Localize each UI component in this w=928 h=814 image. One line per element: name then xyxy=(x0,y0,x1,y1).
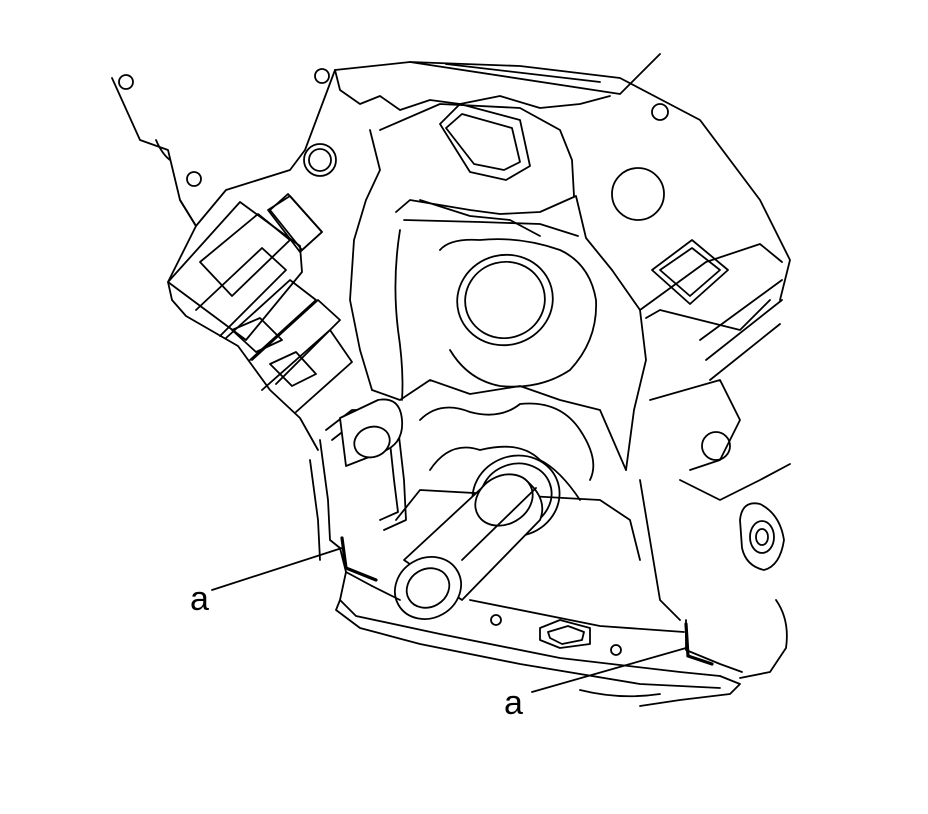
crankshaft-snout xyxy=(394,454,561,620)
block-top-left-bolt-holes xyxy=(118,68,669,187)
camshaft-bore xyxy=(419,199,597,388)
leader-line-left xyxy=(211,547,343,591)
callout-label-right: a xyxy=(504,684,523,722)
sealant-bead-left xyxy=(340,536,378,582)
lifter-valley-ports xyxy=(269,103,665,251)
left-cylinder-bank xyxy=(111,69,353,451)
block-front-face xyxy=(334,53,791,471)
leader-line-right xyxy=(531,647,687,693)
oil-pan-rail xyxy=(335,547,741,707)
callout-label-left: a xyxy=(190,580,209,618)
right-cylinder-bank xyxy=(649,239,791,501)
lower-block-casting xyxy=(325,379,641,561)
right-side-bolt-boss xyxy=(739,502,788,679)
sealant-bead-locations xyxy=(340,536,714,666)
oil-pump-drive-dowel xyxy=(339,398,404,467)
rear-seal-edge xyxy=(309,439,743,673)
callout-leaders xyxy=(211,547,687,693)
sealant-bead-right xyxy=(684,622,714,666)
